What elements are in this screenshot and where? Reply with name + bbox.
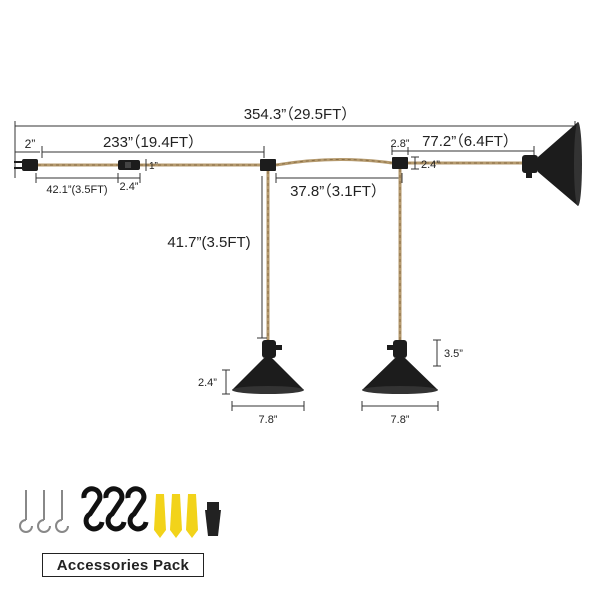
plug-to-tee-label: 233”（19.4FT） <box>103 134 203 151</box>
pendant-lamp-right-icon <box>362 340 438 394</box>
accessories-pack-label: Accessories Pack <box>56 556 190 574</box>
plug-to-tee-dimension: 233”（19.4FT） <box>41 134 265 158</box>
inline-switch-icon <box>118 160 140 170</box>
switch-length-label: 2.4” <box>120 181 139 193</box>
connector-width-label: 2.8” <box>391 138 410 150</box>
plug-to-switch-dimension: 42.1”(3.5FT) <box>35 173 119 196</box>
total-length-label: 354.3”（29.5FT） <box>244 106 357 123</box>
shade-width-left-label: 7.8” <box>259 414 278 426</box>
switch-height-dimension: 1” <box>145 159 158 172</box>
switch-length-dimension: 2.4” <box>118 173 141 193</box>
shade-width-right-label: 7.8” <box>391 414 410 426</box>
tee-to-end-dimension: 77.2”（6.4FT） <box>408 133 535 156</box>
connector-height-dimension: 2.4” <box>411 156 440 171</box>
screw-hook-icon <box>37 490 51 533</box>
shade-width-left-dimension: 7.8” <box>231 401 305 426</box>
plug-length-label: 2” <box>25 137 36 151</box>
drop-length-label: 41.7”(3.5FT) <box>167 234 250 251</box>
shade-height-left-label: 2.4” <box>198 377 217 389</box>
wall-anchor-icon <box>170 494 182 538</box>
hook-icon <box>81 486 105 532</box>
screw-hook-icon <box>19 490 33 533</box>
shade-height-right-label: 3.5” <box>444 348 463 360</box>
pendant-lamp-left-icon <box>232 340 304 394</box>
end-lamp-icon <box>522 122 582 206</box>
hook-icon <box>125 486 149 532</box>
accessories-items <box>19 486 221 538</box>
shade-width-right-dimension: 7.8” <box>361 401 439 426</box>
switch-height-label: 1” <box>149 161 158 172</box>
drop-length-dimension: 41.7”(3.5FT) <box>167 176 267 339</box>
shade-height-left-dimension: 2.4” <box>198 369 230 395</box>
plug-to-switch-label: 42.1”(3.5FT) <box>46 184 107 196</box>
tee-to-tee-label: 37.8”（3.1FT） <box>290 183 386 200</box>
screw-hook-icon <box>55 490 69 533</box>
wall-anchor-icon <box>154 494 166 538</box>
accessories-pack-label-box: Accessories Pack <box>42 553 204 577</box>
tee-to-end-label: 77.2”（6.4FT） <box>422 133 518 150</box>
total-length-dimension: 354.3”（29.5FT） <box>14 106 576 178</box>
connector-width-dimension: 2.8” <box>391 138 410 155</box>
connector-height-label: 2.4” <box>421 159 440 171</box>
plug-length-dimension: 2” <box>15 137 40 153</box>
wall-anchor-icon <box>186 494 198 538</box>
strain-relief-icon <box>205 502 221 536</box>
hook-icon <box>103 486 127 532</box>
plug-icon <box>14 159 38 171</box>
shade-height-right-dimension: 3.5” <box>433 339 463 367</box>
tee-to-tee-dimension: 37.8”（3.1FT） <box>275 173 403 200</box>
main-cord <box>38 157 522 167</box>
tee-connector-2-icon <box>392 157 408 169</box>
tee-connector-1-icon <box>260 159 276 171</box>
